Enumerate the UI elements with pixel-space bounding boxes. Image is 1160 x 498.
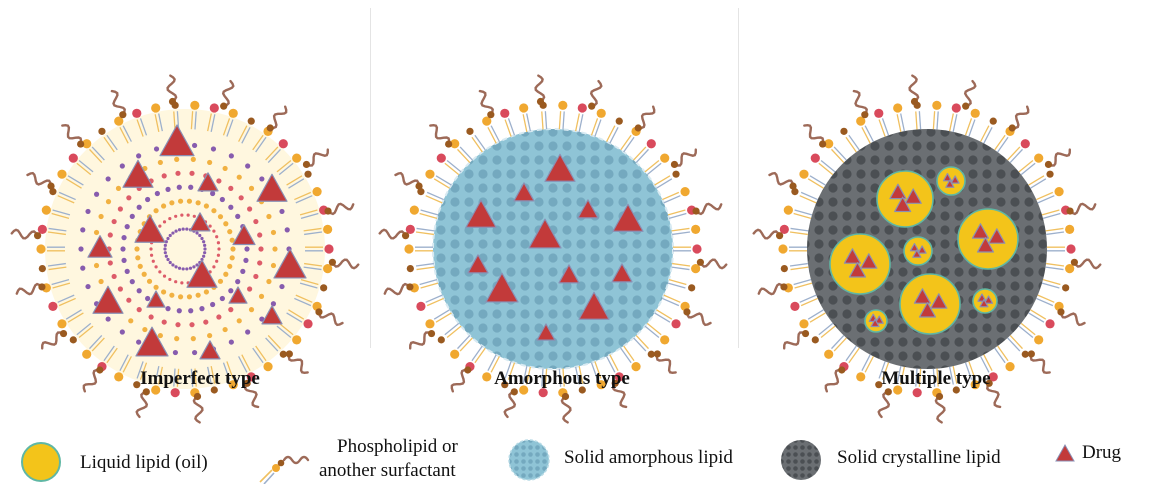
solid-amorphous-icon: [506, 437, 552, 483]
solid-crystalline-icon: [778, 437, 824, 483]
legend-liquid-lipid-label: Liquid lipid (oil): [80, 452, 208, 474]
panel-title-amorphous: Amorphous type: [412, 368, 712, 390]
panel-divider: [370, 8, 371, 348]
legend-solid-amorphous-label: Solid amorphous lipid: [564, 447, 733, 469]
panel-divider: [738, 8, 739, 348]
liquid-lipid-droplet: [900, 274, 960, 334]
legend: Liquid lipid (oil) Phospholipid or anoth…: [0, 420, 1160, 498]
drug-icon: [1054, 443, 1076, 463]
liquid-lipid-droplet: [958, 209, 1018, 269]
legend-solid-crystalline-label: Solid crystalline lipid: [837, 447, 1001, 469]
surfactant-icon: [258, 440, 316, 484]
legend-surfactant-label-2: another surfactant: [319, 460, 456, 482]
panel-title-multiple: Multiple type: [786, 368, 1086, 390]
panel-title-imperfect: Imperfect type: [50, 368, 350, 390]
liquid-lipid-droplet: [830, 234, 890, 294]
legend-surfactant-label-1: Phospholipid or: [337, 436, 458, 458]
liquid-lipid-icon: [19, 440, 63, 484]
solid-amorphous-core: [433, 129, 673, 369]
legend-drug-label: Drug: [1082, 442, 1121, 464]
